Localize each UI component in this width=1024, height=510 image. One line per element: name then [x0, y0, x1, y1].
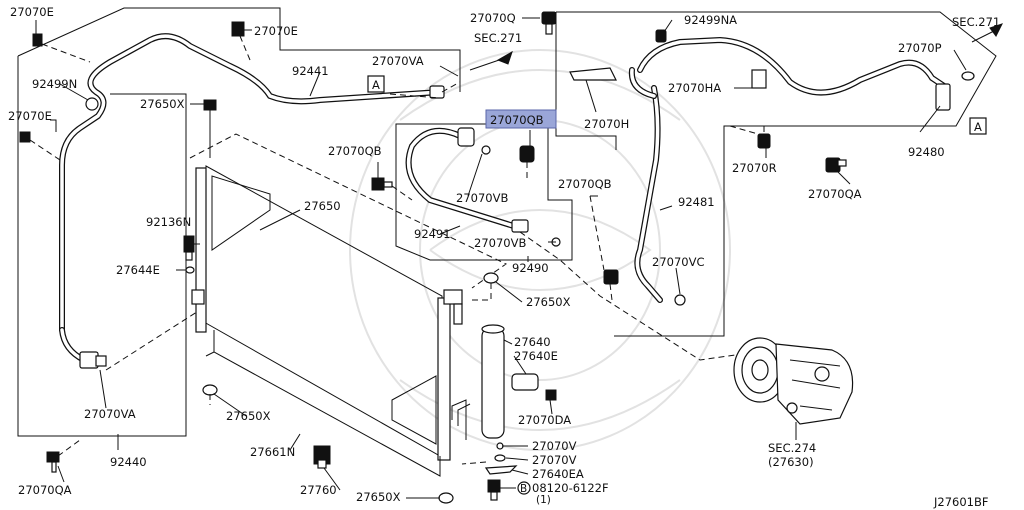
- condenser-27650: [183, 99, 507, 504]
- label-27070QB-b[interactable]: 27070QB: [558, 177, 612, 191]
- label-27070E-b[interactable]: 27070E: [8, 109, 52, 123]
- label-27070E-c[interactable]: 27070E: [254, 24, 298, 38]
- leader-lines: [35, 17, 967, 499]
- label-92441[interactable]: 92441: [292, 64, 329, 78]
- label-27070HA[interactable]: 27070HA: [668, 81, 721, 95]
- label-27070QA-b[interactable]: 27070QA: [18, 483, 72, 497]
- hose-92491-group: [371, 123, 757, 361]
- label-27640E[interactable]: 27640E: [514, 349, 558, 363]
- label-08120-6122F[interactable]: 08120-6122F: [532, 481, 609, 495]
- label-27070DA[interactable]: 27070DA: [518, 413, 571, 427]
- label-92490[interactable]: 92490: [512, 261, 549, 275]
- label-27661N[interactable]: 27661N: [250, 445, 295, 459]
- label-27650X-a[interactable]: 27650X: [140, 97, 185, 111]
- diagram-code: J27601BF: [933, 495, 988, 509]
- label-27070VC[interactable]: 27070VC: [652, 255, 704, 269]
- label-sec274-sub: (27630): [768, 455, 814, 469]
- label-27070V-a[interactable]: 27070V: [532, 439, 577, 453]
- label-27070QA-a[interactable]: 27070QA: [808, 187, 862, 201]
- label-08120-circle: B: [520, 483, 527, 495]
- label-27070QB-highlight[interactable]: 27070QB: [490, 113, 544, 127]
- label-27070R[interactable]: 27070R: [732, 161, 777, 175]
- label-27650X-b[interactable]: 27650X: [526, 295, 571, 309]
- label-92499NA[interactable]: 92499NA: [684, 13, 737, 27]
- label-27070H[interactable]: 27070H: [584, 117, 629, 131]
- label-27640[interactable]: 27640: [514, 335, 551, 349]
- label-27650[interactable]: 27650: [304, 199, 341, 213]
- label-27640EA[interactable]: 27640EA: [532, 467, 584, 481]
- label-ref-A-a[interactable]: A: [372, 78, 380, 92]
- label-27650X-d[interactable]: 27650X: [356, 490, 401, 504]
- label-92480[interactable]: 92480: [908, 145, 945, 159]
- label-92136N[interactable]: 92136N: [146, 215, 191, 229]
- label-27070P[interactable]: 27070P: [898, 41, 942, 55]
- condenser-fins: [211, 175, 437, 445]
- label-27644E[interactable]: 27644E: [116, 263, 160, 277]
- label-sec274[interactable]: SEC.274: [768, 441, 816, 455]
- ref-box-A-a: [367, 75, 385, 93]
- label-27650X-c[interactable]: 27650X: [226, 409, 271, 423]
- label-sec271-b[interactable]: SEC.271: [952, 15, 1000, 29]
- part-labels: 27070E 92499N 27070E 27650X 27070E 92441…: [8, 5, 1000, 509]
- label-92499N[interactable]: 92499N: [32, 77, 77, 91]
- label-27760[interactable]: 27760: [300, 483, 337, 497]
- label-92440[interactable]: 92440: [110, 455, 147, 469]
- compressor-sec274: [733, 337, 854, 425]
- label-ref-A-b[interactable]: A: [974, 120, 982, 134]
- label-92491[interactable]: 92491: [414, 227, 451, 241]
- label-08120-qty: (1): [536, 494, 551, 506]
- label-sec271-a[interactable]: SEC.271: [474, 31, 522, 45]
- ref-box-A-b: [969, 117, 987, 135]
- label-27070V-b[interactable]: 27070V: [532, 453, 577, 467]
- label-27070VB-b[interactable]: 27070VB: [474, 236, 526, 250]
- label-27070E-a[interactable]: 27070E: [10, 5, 54, 19]
- pipe-92480-group: [469, 11, 1003, 337]
- circled-B-marker: [517, 481, 531, 495]
- label-27070VA-b[interactable]: 27070VA: [84, 407, 136, 421]
- label-27070Q[interactable]: 27070Q: [470, 11, 516, 25]
- label-92481[interactable]: 92481: [678, 195, 715, 209]
- highlight-27070QB: [485, 109, 557, 129]
- label-27070VB-a[interactable]: 27070VB: [456, 191, 508, 205]
- pipe-92440-group: [17, 7, 461, 473]
- label-27070VA-a[interactable]: 27070VA: [372, 54, 424, 68]
- receiver-drier-27640: [451, 324, 557, 501]
- label-27070QB-a[interactable]: 27070QB: [328, 144, 382, 158]
